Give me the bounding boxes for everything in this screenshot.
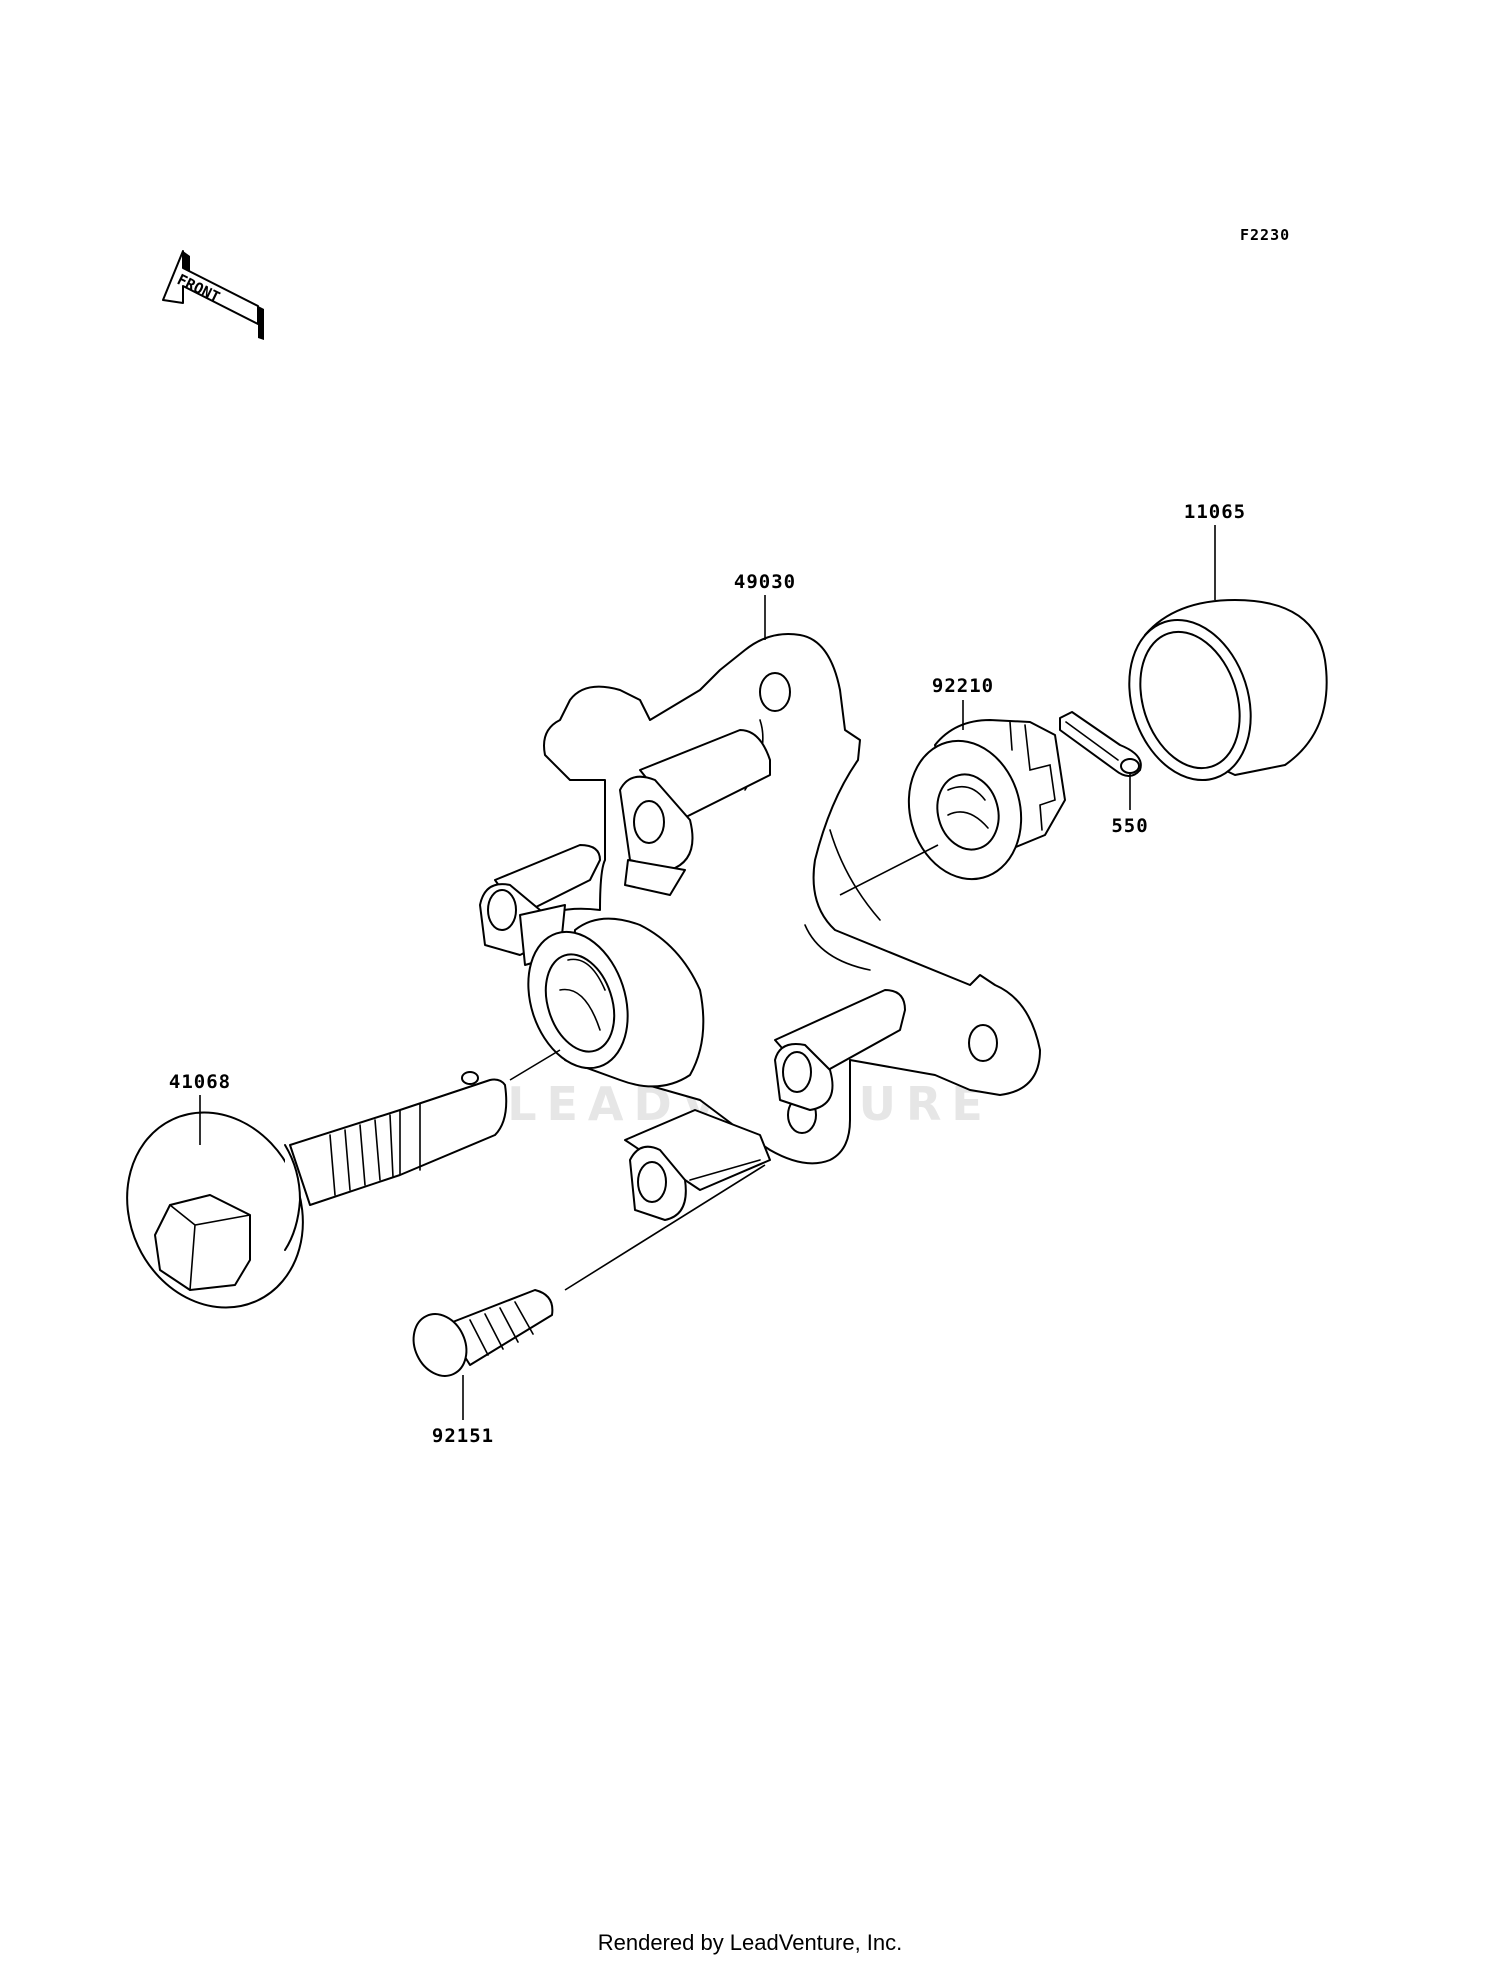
part-label-49030[interactable]: 49030 xyxy=(734,571,796,593)
part-label-11065[interactable]: 11065 xyxy=(1184,501,1246,523)
part-92210-castle-nut[interactable] xyxy=(894,719,1066,892)
part-550-cotter-pin[interactable] xyxy=(1059,711,1142,777)
part-label-92151[interactable]: 92151 xyxy=(432,1425,494,1447)
diagram-code: F2230 xyxy=(1240,226,1290,244)
leader-lines xyxy=(199,525,1216,1420)
part-11065-collar[interactable] xyxy=(1109,599,1328,796)
part-label-92210[interactable]: 92210 xyxy=(932,675,994,697)
part-label-41068[interactable]: 41068 xyxy=(169,1071,231,1093)
part-92151-stud[interactable] xyxy=(404,1289,554,1385)
part-label-550[interactable]: 550 xyxy=(1111,815,1148,837)
part-49030-hub-carrier[interactable] xyxy=(479,633,1041,1221)
part-41068-axle-shaft[interactable] xyxy=(96,1071,508,1337)
part-labels: 11065 49030 92210 550 41068 92151 xyxy=(169,501,1246,1447)
front-arrow-icon: FRONT xyxy=(162,250,264,340)
footer-credit: Rendered by LeadVenture, Inc. xyxy=(597,1930,903,1955)
